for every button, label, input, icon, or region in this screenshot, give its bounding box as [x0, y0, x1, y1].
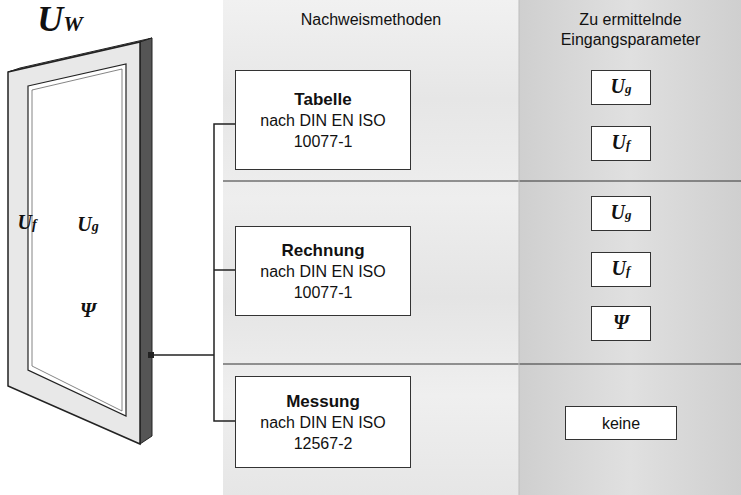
frame-symbol: Uf: [17, 212, 36, 235]
row-separator: [223, 364, 741, 365]
bracket-line: [214, 124, 235, 421]
psi-symbol-holder: Ψ: [68, 300, 108, 323]
column-heading: Nachweismethoden: [301, 11, 442, 28]
parameter-box: Ug: [591, 70, 651, 105]
parameter-box: Uf: [591, 126, 651, 161]
parameter-symbol: Ug: [611, 76, 632, 99]
glazing-symbol: Ug: [77, 214, 98, 237]
parameter-box: Ψ: [591, 306, 651, 341]
window-u-value-holder: UW: [20, 2, 100, 41]
row-separator: [223, 181, 741, 182]
parameter-symbol: Uf: [612, 132, 631, 155]
column-heading-holder: Zu ermittelnde Eingangsparameter: [528, 10, 733, 50]
standard-reference: nach DIN EN ISO 12567-2: [244, 412, 402, 454]
standard-reference: nach DIN EN ISO 10077-1: [244, 261, 402, 303]
parameter-box: keine: [565, 406, 677, 440]
glazing-symbol-holder: Ug: [68, 214, 108, 237]
column-heading-holder: Nachweismethoden: [223, 10, 519, 30]
method-box: Rechnungnach DIN EN ISO 10077-1: [235, 226, 411, 316]
parameter-symbol: Ψ: [613, 312, 629, 335]
parameter-text: keine: [602, 413, 640, 434]
method-name: Rechnung: [281, 240, 364, 261]
psi-symbol: Ψ: [80, 300, 96, 323]
method-name: Messung: [286, 391, 360, 412]
bracket-line: [154, 354, 214, 356]
window-side: [140, 38, 152, 444]
window-frame: [8, 42, 140, 444]
standard-reference: nach DIN EN ISO 10077-1: [244, 110, 402, 152]
column-divider: [519, 0, 520, 495]
frame-symbol-holder: Uf: [12, 212, 42, 235]
connector-dot: [148, 352, 154, 358]
parameter-symbol: Uf: [612, 258, 631, 281]
column-heading: Zu ermittelnde Eingangsparameter: [561, 11, 701, 48]
method-box: Messungnach DIN EN ISO 12567-2: [235, 376, 411, 468]
parameter-box: Ug: [591, 196, 651, 231]
method-box: Tabellenach DIN EN ISO 10077-1: [235, 70, 411, 170]
glazing-edge: [32, 69, 122, 411]
parameter-symbol: Ug: [611, 202, 632, 225]
parameter-box: Uf: [591, 252, 651, 287]
bracket-line: [214, 269, 235, 271]
window-u-value: UW: [37, 2, 83, 41]
method-name: Tabelle: [294, 89, 351, 110]
window-glazing: [28, 64, 126, 416]
